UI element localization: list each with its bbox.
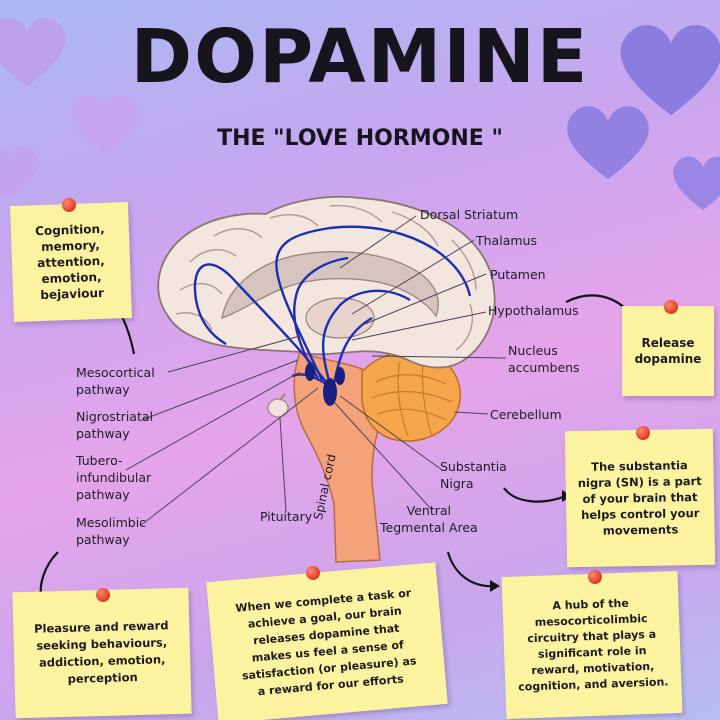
- label-putamen: Putamen: [490, 267, 546, 282]
- note-mesocorticolimbic-hub: A hub of the mesocorticolimbic circuitry…: [501, 570, 683, 720]
- note-release-dopamine: Release dopamine: [622, 306, 714, 396]
- note-cognition-text: Cognition, memory, attention, emotion, b…: [34, 221, 105, 303]
- note-hub-text: A hub of the mesocorticolimbic circuitry…: [518, 596, 669, 694]
- dopamine-nuclei: [305, 363, 345, 406]
- label-ventral-tegmental-area: Ventral Tegmental Area: [380, 503, 478, 535]
- cerebrum: [157, 195, 496, 369]
- heart-icon: [0, 146, 39, 200]
- heart-icon: [71, 95, 139, 156]
- pushpin-icon: [62, 198, 76, 212]
- note-cognition: Cognition, memory, attention, emotion, b…: [10, 201, 132, 323]
- label-thalamus: Thalamus: [476, 233, 537, 248]
- label-nigrostriatal-pathway: Nigrostriatal pathway: [76, 409, 153, 441]
- note-task-text: When we complete a task or achieve a goa…: [234, 586, 417, 699]
- label-tuberoinfundibular-pathway: Tubero- infundibular pathway: [76, 453, 152, 502]
- label-mesocortical-pathway: Mesocortical pathway: [76, 365, 155, 397]
- label-nucleus-accumbens: Nucleus accumbens: [508, 343, 580, 375]
- leader-lines: [125, 215, 507, 527]
- label-pituitary: Pituitary: [260, 509, 313, 524]
- pushpin-icon: [636, 426, 650, 440]
- heart-icon: [673, 156, 720, 210]
- note-task-reward: When we complete a task or achieve a goa…: [206, 562, 448, 720]
- note-pleasure-reward: Pleasure and reward seeking behaviours, …: [12, 587, 192, 719]
- page-title: DOPAMINE: [130, 14, 590, 100]
- heart-icon: [567, 106, 649, 180]
- pushpin-icon: [588, 570, 602, 584]
- pushpin-icon: [664, 300, 678, 314]
- pushpin-icon: [306, 566, 320, 580]
- pituitary: [267, 398, 289, 418]
- heart-icon: [620, 25, 720, 116]
- note-release-text: Release dopamine: [634, 336, 702, 366]
- label-dorsal-striatum: Dorsal Striatum: [420, 207, 519, 222]
- label-substantia-nigra: Substantia Nigra: [440, 459, 507, 491]
- label-cerebellum: Cerebellum: [490, 407, 562, 422]
- heart-icon: [0, 17, 66, 87]
- note-substantia-text: The substantia nigra (SN) is a part of y…: [577, 458, 702, 538]
- note-substantia-nigra: The substantia nigra (SN) is a part of y…: [564, 428, 716, 568]
- pushpin-icon: [96, 588, 110, 602]
- label-hypothalamus: Hypothalamus: [488, 303, 579, 318]
- page-subtitle: THE "LOVE HORMONE ": [217, 126, 503, 151]
- label-mesolimbic-pathway: Mesolimbic pathway: [76, 515, 147, 547]
- note-pleasure-text: Pleasure and reward seeking behaviours, …: [33, 618, 169, 686]
